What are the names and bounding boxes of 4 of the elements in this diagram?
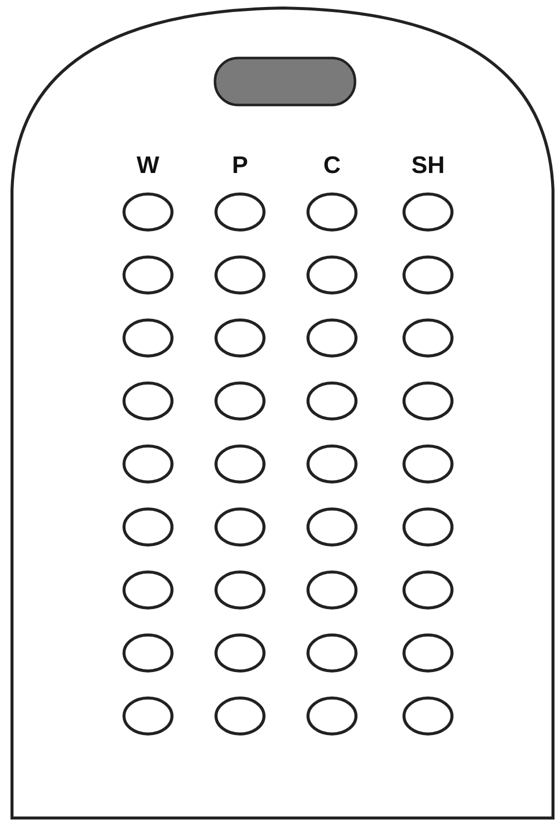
column-header: P — [232, 152, 248, 180]
column-header: SH — [411, 152, 445, 180]
column-header: C — [323, 152, 341, 180]
column-header: W — [136, 152, 160, 180]
